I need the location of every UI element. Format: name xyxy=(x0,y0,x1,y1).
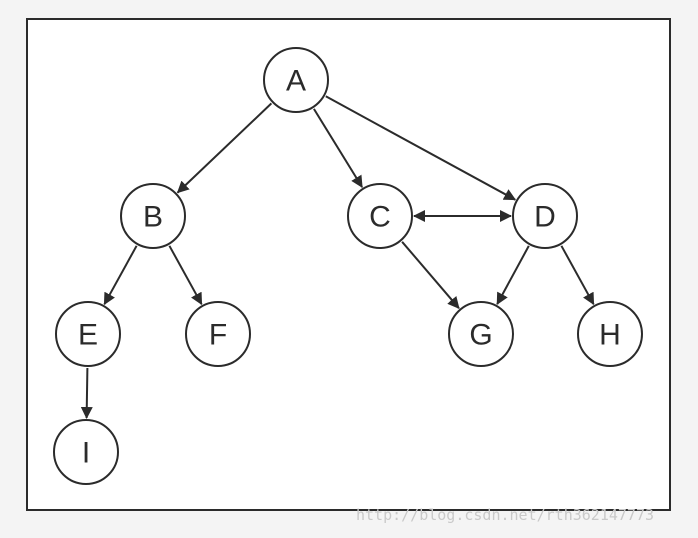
node-label: A xyxy=(286,65,306,98)
node-circle xyxy=(347,183,413,249)
node-f: F xyxy=(185,301,251,367)
node-i: I xyxy=(53,419,119,485)
node-a: A xyxy=(263,47,329,113)
node-circle xyxy=(263,47,329,113)
edge-b-e xyxy=(103,245,138,306)
edge-a-d xyxy=(325,95,517,201)
node-c: C xyxy=(347,183,413,249)
edges-layer xyxy=(80,95,595,419)
edge-a-b xyxy=(176,102,273,194)
nodes-layer: A B C D E F G H I xyxy=(53,47,643,485)
edge-c-g xyxy=(401,241,460,309)
node-label: I xyxy=(82,437,90,470)
watermark-url: http://blog.csdn.net/rth362147773 xyxy=(356,506,655,524)
node-label: F xyxy=(209,319,227,352)
node-circle xyxy=(577,301,643,367)
node-circle xyxy=(448,301,514,367)
node-label: D xyxy=(534,201,556,234)
edge-b-f xyxy=(168,245,203,306)
edge-d-g xyxy=(496,245,530,305)
node-label: B xyxy=(143,201,163,234)
node-circle xyxy=(55,301,121,367)
edge-a-c xyxy=(313,108,363,188)
node-h: H xyxy=(577,301,643,367)
edge-e-i xyxy=(80,367,93,419)
edge-d-h xyxy=(560,245,595,306)
node-b: B xyxy=(120,183,186,249)
node-circle xyxy=(53,419,119,485)
node-circle xyxy=(185,301,251,367)
node-label: G xyxy=(469,319,492,352)
node-label: H xyxy=(599,319,621,352)
node-circle xyxy=(120,183,186,249)
diagram-frame xyxy=(26,18,671,511)
node-e: E xyxy=(55,301,121,367)
node-g: G xyxy=(448,301,514,367)
node-d: D xyxy=(512,183,578,249)
node-circle xyxy=(512,183,578,249)
node-label: C xyxy=(369,201,391,234)
node-label: E xyxy=(78,319,98,352)
